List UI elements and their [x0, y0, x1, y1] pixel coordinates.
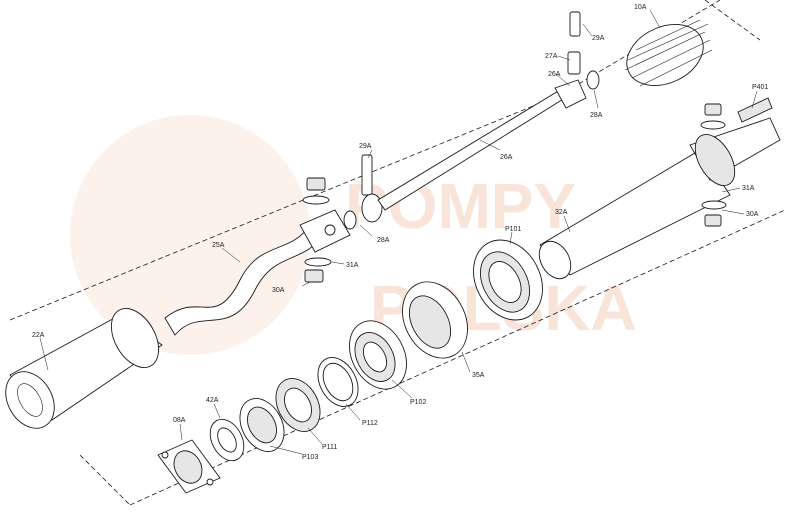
- label-32a: 32A: [555, 209, 568, 216]
- part-p102-bearing: [349, 320, 407, 390]
- label-26a-top: 26A: [548, 71, 561, 78]
- part-42a-washer: [209, 418, 245, 462]
- part-30a-31a-right: [700, 103, 727, 227]
- axis-upper-end: [704, 0, 761, 41]
- label-10a: 10A: [634, 4, 647, 11]
- label-29a-top: 29A: [592, 35, 605, 42]
- part-25a-shaft: [164, 209, 351, 336]
- part-32a-shaft: [538, 117, 781, 280]
- label-p101: P101: [505, 226, 521, 233]
- part-labels: 29A 10A 27A 26A 28A 26A P401 29A 28A 25A…: [32, 4, 768, 461]
- label-31a-left: 31A: [346, 262, 359, 269]
- label-p112: P112: [362, 420, 378, 427]
- part-p103-seal: [239, 398, 285, 452]
- label-p103: P103: [302, 454, 318, 461]
- leader-lines: [39, 9, 758, 455]
- watermark: POMPY POLSKA: [70, 115, 637, 355]
- part-p401-key: [737, 97, 773, 123]
- part-22a-tube: [5, 308, 163, 429]
- label-25a: 25A: [212, 242, 225, 249]
- part-p111-nut: [275, 378, 321, 432]
- label-22a: 22A: [32, 332, 45, 339]
- label-35a: 35A: [472, 372, 485, 379]
- part-28a-ring: [343, 193, 383, 230]
- label-30a-left: 30A: [272, 287, 285, 294]
- label-08a: 08A: [173, 417, 186, 424]
- label-42a: 42A: [206, 397, 219, 404]
- label-p401: P401: [752, 84, 768, 91]
- label-28a: 28A: [377, 237, 390, 244]
- label-30a-right: 30A: [746, 211, 759, 218]
- axis-lower-start: [79, 454, 131, 506]
- label-26a: 26A: [500, 154, 513, 161]
- part-30a-31a-left: [302, 177, 332, 283]
- label-31a-right: 31A: [742, 185, 755, 192]
- label-28a-top: 28A: [590, 112, 603, 119]
- label-p111: P111: [322, 444, 337, 451]
- part-26a-rod: [377, 79, 587, 211]
- label-29a: 29A: [359, 143, 372, 150]
- label-p102: P102: [410, 399, 426, 406]
- part-35a-ring: [402, 281, 468, 359]
- part-p101-bearing: [473, 239, 543, 321]
- part-08a-flange: [157, 439, 221, 494]
- part-29a-pin: [361, 154, 373, 196]
- part-10a-spring: [624, 19, 713, 87]
- part-p112-circlip: [317, 357, 359, 407]
- part-27a-29a-top: [567, 11, 600, 90]
- label-27a: 27A: [545, 53, 558, 60]
